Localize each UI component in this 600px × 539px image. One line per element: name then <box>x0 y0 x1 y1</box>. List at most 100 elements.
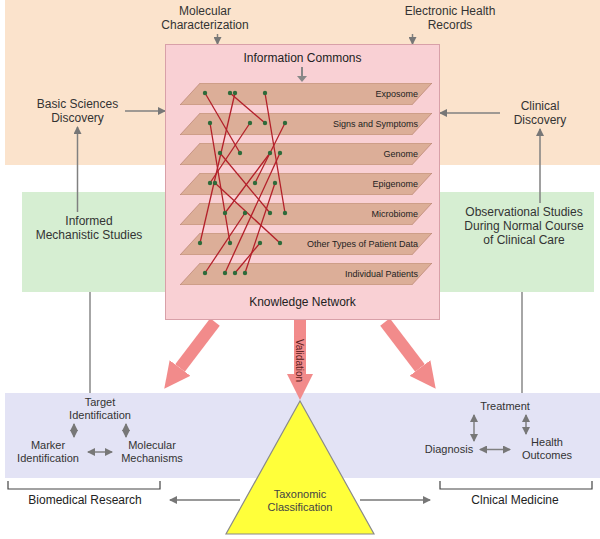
concept-node: Treatment <box>468 398 542 415</box>
node-label: Target Identification <box>62 396 138 422</box>
network-dot <box>218 151 222 155</box>
connector <box>73 424 75 437</box>
text-node: Clinical Discovery <box>500 97 580 129</box>
commons-arrowhead <box>297 76 307 82</box>
layer-shape <box>180 203 432 225</box>
layer-label: Epigenome <box>372 173 418 195</box>
data-layer: Signs and Symptoms <box>180 113 432 135</box>
network-dot <box>263 121 267 125</box>
knowledge-arrow <box>385 322 420 368</box>
layer-shape <box>180 113 432 135</box>
text-node: Basic Sciences Discovery <box>30 95 125 127</box>
bracket <box>440 481 592 489</box>
network-dot <box>233 271 237 275</box>
node-label: Treatment <box>470 400 540 413</box>
network-link <box>205 213 245 273</box>
connector <box>480 449 510 451</box>
layer-shape <box>180 233 432 255</box>
network-link <box>235 243 260 273</box>
network-dot <box>208 181 212 185</box>
triangle-label: Taxonomic Classification <box>250 488 350 514</box>
classification-arrow <box>170 499 240 501</box>
node-label: Marker Identification <box>10 439 86 465</box>
layer-label: Signs and Symptoms <box>333 113 418 135</box>
network-dot <box>278 151 282 155</box>
network-dot <box>283 121 287 125</box>
box-heading: Information Commons <box>166 51 439 65</box>
network-link <box>225 153 280 273</box>
layer-shape <box>180 143 432 165</box>
network-dot <box>228 91 232 95</box>
network-dot <box>228 241 232 245</box>
data-layer: Other Types of Patient Data <box>180 233 432 255</box>
layer-label: Genome <box>383 143 418 165</box>
data-layer: Individual Patients <box>180 263 432 285</box>
node-label: Molecular Mechanisms <box>114 439 190 465</box>
connector <box>440 112 500 114</box>
network-link <box>220 153 270 213</box>
network-dot <box>213 181 217 185</box>
network-dot <box>233 91 237 95</box>
network-dot <box>203 91 207 95</box>
layer-shape <box>180 173 432 195</box>
network-dot <box>268 151 272 155</box>
network-link <box>200 93 235 243</box>
node-label: Observational Studies During Normal Cour… <box>460 205 588 247</box>
network-dot <box>273 181 277 185</box>
network-dot <box>198 241 202 245</box>
concept-node: Health Outcomes <box>510 434 584 464</box>
node-label: Molecular Characterization <box>142 4 268 32</box>
network-dot <box>253 181 257 185</box>
text-node: Informed Mechanistic Studies <box>30 212 148 244</box>
network-dot <box>238 151 242 155</box>
connector <box>88 451 112 453</box>
connector <box>525 415 527 434</box>
network-link <box>255 123 285 183</box>
data-layer: Epigenome <box>180 173 432 195</box>
connector <box>473 415 475 441</box>
network-link <box>210 123 250 183</box>
commons-box: Information CommonsKnowledge NetworkExpo… <box>165 44 440 320</box>
network-dot <box>283 211 287 215</box>
section-label: Biomedical Research <box>10 493 160 507</box>
network-dot <box>263 91 267 95</box>
connector <box>539 129 541 203</box>
connector <box>125 110 165 112</box>
layer-label: Exposome <box>375 83 418 105</box>
network-dot <box>223 211 227 215</box>
network-dot <box>203 271 207 275</box>
node-label: Health Outcomes <box>512 436 582 462</box>
network-link <box>215 183 280 243</box>
network-dot <box>223 271 227 275</box>
edge-label: Validation <box>295 336 306 383</box>
node-label: Clinical Discovery <box>502 99 578 127</box>
network-link <box>205 93 240 153</box>
layer-label: Individual Patients <box>345 263 418 285</box>
network-dot <box>248 121 252 125</box>
node-label: Electronic Health Records <box>387 4 513 32</box>
node-label: Informed Mechanistic Studies <box>32 214 146 242</box>
network-dot <box>208 121 212 125</box>
text-node: Observational Studies During Normal Cour… <box>458 203 590 249</box>
validation-arrow <box>294 320 306 374</box>
concept-node: Diagnosis <box>418 441 480 458</box>
connector <box>125 424 127 437</box>
commons-arrow <box>301 67 303 80</box>
layer-label: Microbiome <box>371 203 418 225</box>
connector <box>217 34 219 44</box>
data-layer: Exposome <box>180 83 432 105</box>
network-link <box>230 93 265 123</box>
triangle-outline <box>226 401 374 534</box>
text-node: Electronic Health Records <box>385 2 515 34</box>
network-link <box>265 93 285 213</box>
bracket <box>8 481 160 489</box>
network-link <box>210 123 230 243</box>
connector <box>412 34 414 44</box>
feedback-line <box>521 292 523 393</box>
node-label: Basic Sciences Discovery <box>32 97 123 125</box>
concept-node: Marker Identification <box>8 437 88 467</box>
text-node: Molecular Characterization <box>140 2 270 34</box>
